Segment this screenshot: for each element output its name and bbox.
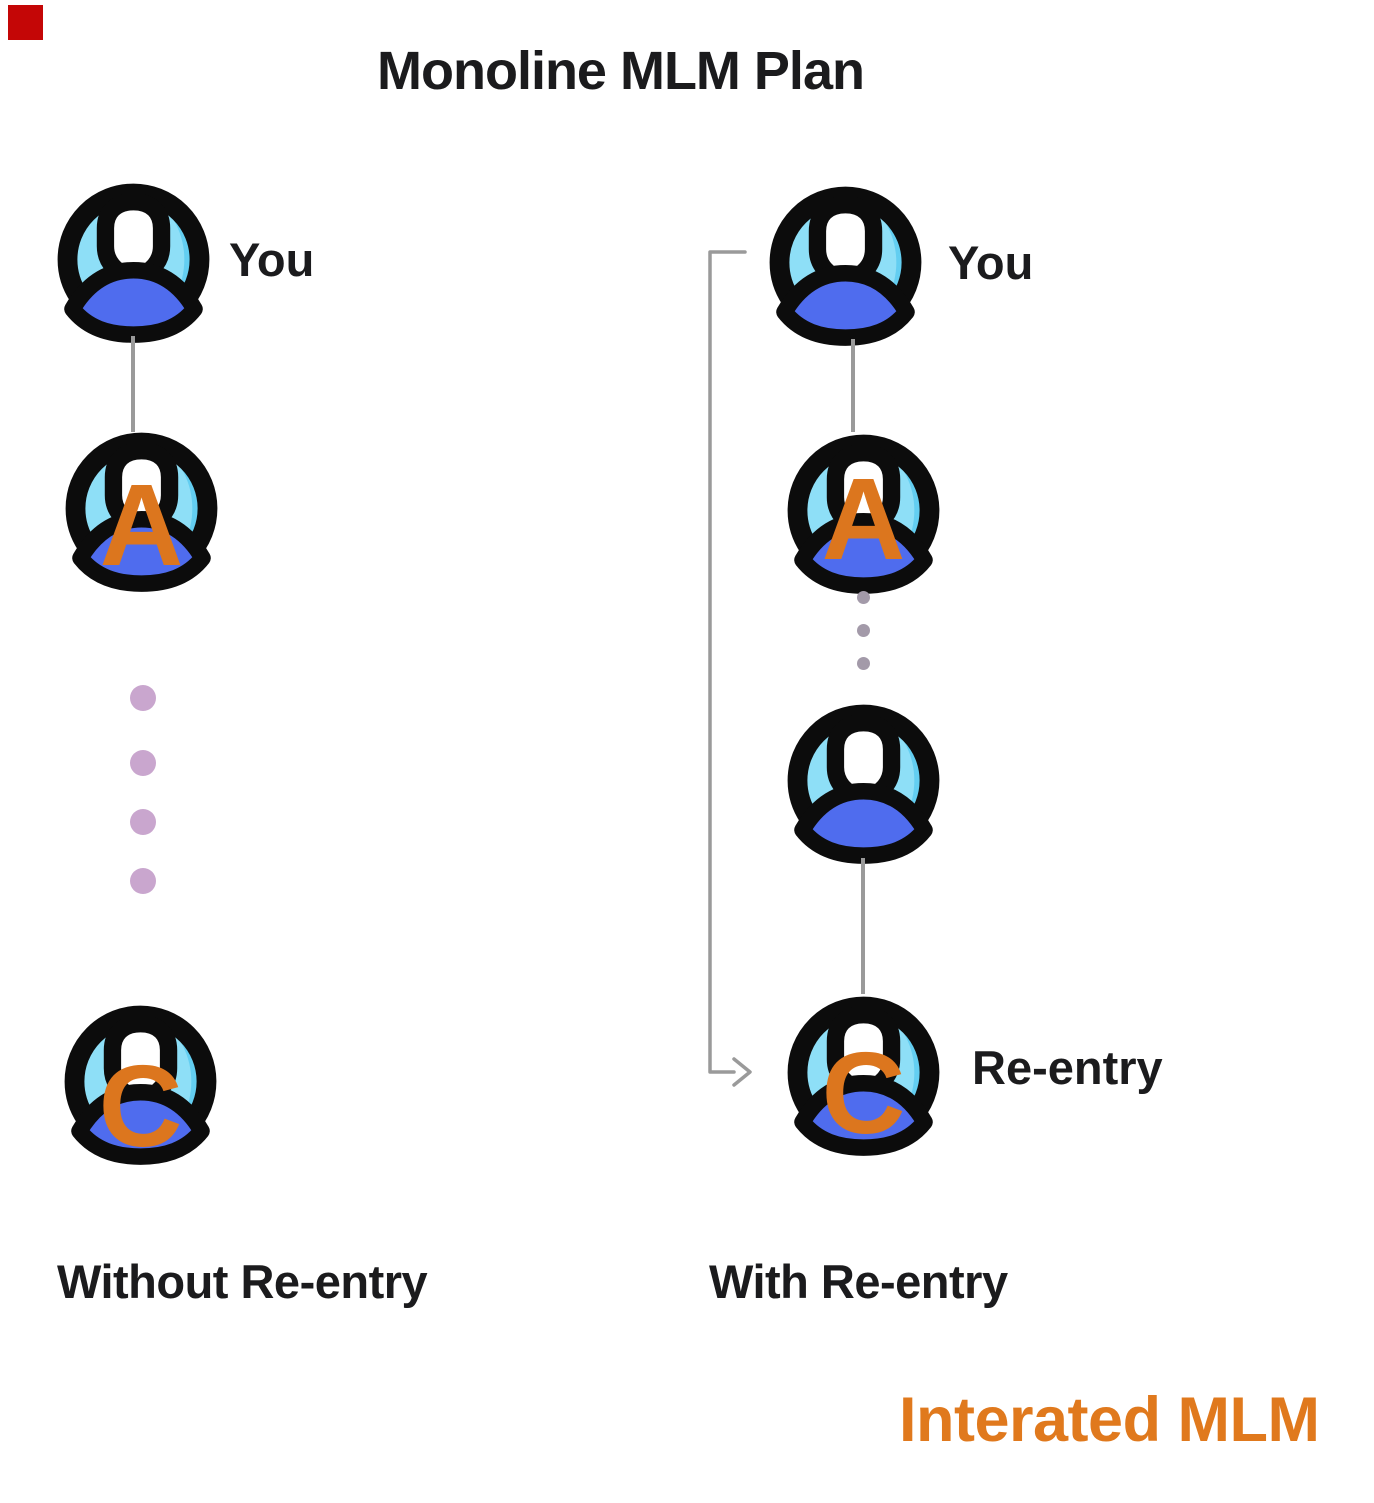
avatar-member (781, 698, 946, 863)
user-avatar-icon (781, 698, 946, 863)
avatar-you (763, 180, 928, 345)
member-letter-c: C (98, 1041, 183, 1171)
member-letter-a: A (99, 460, 184, 590)
watermark-text: Interated MLM (899, 1385, 1320, 1455)
you-label: You (229, 233, 315, 286)
reentry-elbow-arrow-icon (708, 250, 752, 1087)
avatar-member-a: A (781, 428, 946, 593)
ellipsis-dot (857, 591, 870, 604)
you-label: You (948, 236, 1034, 289)
without-reentry-caption: Without Re-entry (57, 1255, 428, 1308)
diagram-title: Monoline MLM Plan (377, 41, 865, 101)
member-letter-a: A (821, 454, 906, 584)
user-avatar-icon (51, 177, 216, 342)
with-reentry-caption: With Re-entry (709, 1255, 1008, 1308)
member-letter-c: C (821, 1028, 906, 1158)
avatar-you (51, 177, 216, 342)
connector-line (861, 858, 865, 994)
ellipsis-dot (130, 868, 156, 894)
ellipsis-dot (130, 750, 156, 776)
ellipsis-dot (130, 685, 156, 711)
avatar-member-c: C (58, 999, 223, 1164)
connector-line (851, 339, 855, 432)
ellipsis-dot (130, 809, 156, 835)
connector-line (131, 336, 135, 432)
avatar-member-a: A (59, 426, 224, 591)
user-avatar-icon (763, 180, 928, 345)
ellipsis-dot (857, 657, 870, 670)
ellipsis-dot (857, 624, 870, 637)
avatar-member-c-reentry: C (781, 990, 946, 1155)
red-square-marker (8, 5, 43, 40)
reentry-label: Re-entry (972, 1041, 1163, 1094)
